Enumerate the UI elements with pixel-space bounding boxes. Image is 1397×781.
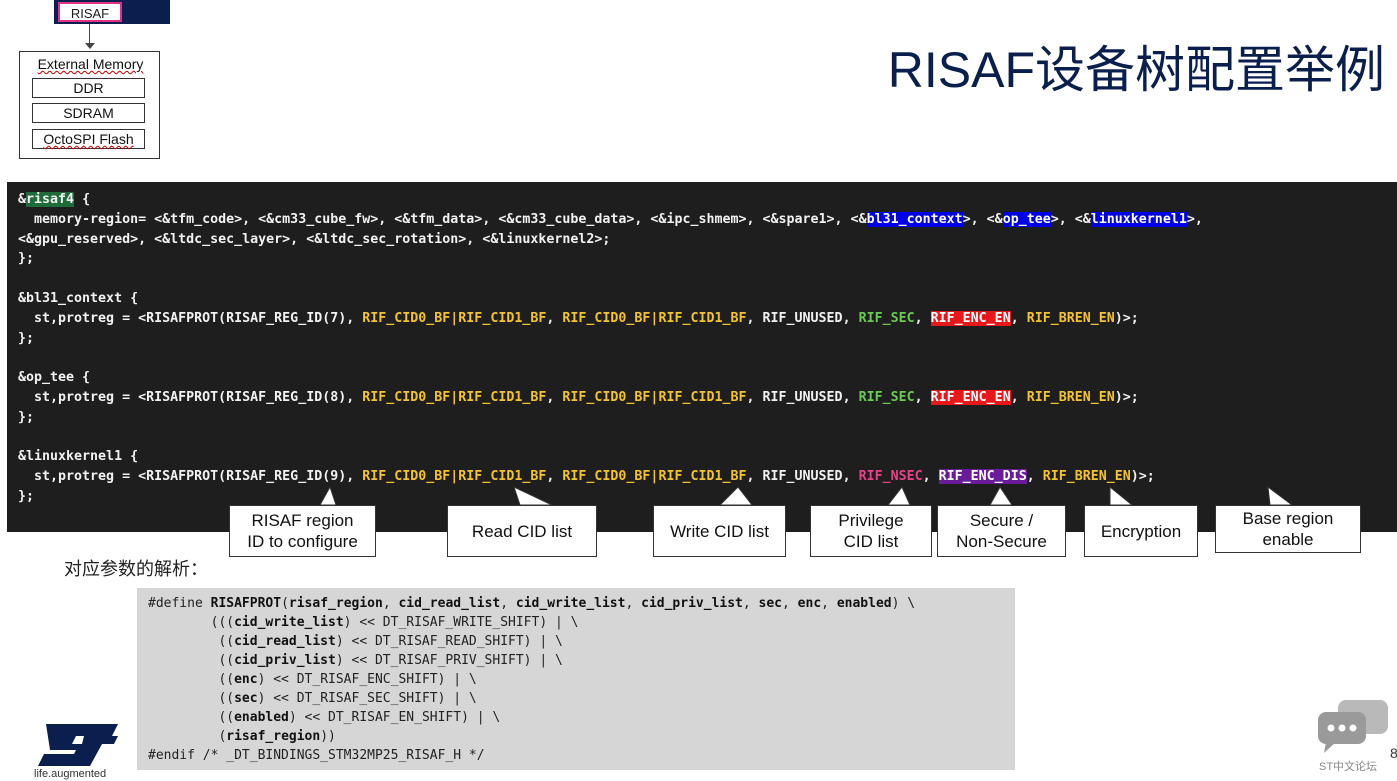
code-line-12: st,protreg = <RISAFPROT(RISAF_REG_ID(9),… (18, 469, 1155, 485)
memory-item-octospi: OctoSPI Flash (32, 129, 145, 149)
pointer-read-cid (513, 486, 553, 506)
code-line-1: &risaf4 { (18, 192, 91, 207)
page-number: 8 (1390, 745, 1397, 761)
define-code: #define RISAFPROT(risaf_region, cid_read… (148, 596, 916, 763)
callout-read-cid: Read CID list (447, 505, 597, 557)
forum-label: ST中文论坛 (1319, 761, 1378, 773)
arrow-line (89, 24, 90, 46)
code-line-2: memory-region= <&tfm_code>, <&cm33_cube_… (18, 211, 1203, 227)
code-panel: &risaf4 { memory-region= <&tfm_code>, <&… (7, 182, 1397, 532)
pointer-sec (989, 486, 1013, 506)
pointer-region-id (319, 485, 337, 506)
external-memory-block: External Memory DDR SDRAM OctoSPI Flash (19, 51, 160, 159)
pointer-write-cid (718, 486, 754, 506)
pointer-bren (1267, 485, 1294, 506)
code-line-6: st,protreg = <RISAFPROT(RISAF_REG_ID(7),… (18, 310, 1139, 326)
code-line-7: }; (18, 330, 35, 346)
chat-bubble-icon (1318, 700, 1388, 753)
external-memory-title: External Memory (37, 56, 144, 72)
code-line-13: }; (18, 488, 35, 504)
risaf-block: RISAF (58, 2, 122, 22)
code-line-8: &op_tee { (18, 370, 91, 386)
define-panel: #define RISAFPROT(risaf_region, cid_read… (137, 588, 1015, 770)
device-tree-code: &risaf4 { memory-region= <&tfm_code>, <&… (18, 190, 1203, 507)
code-line-4: }; (18, 251, 35, 267)
code-line-10: }; (18, 409, 35, 425)
callout-write-cid: Write CID list (653, 505, 786, 557)
pointer-enc (1109, 485, 1134, 506)
pointer-priv-cid (886, 486, 911, 506)
logo-tagline: life.augmented (34, 768, 107, 780)
code-line-3: <&gpu_reserved>, <&ltdc_sec_layer>, <&lt… (18, 231, 611, 247)
subtitle: 对应参数的解析： (64, 559, 208, 579)
code-line-5: &bl31_context { (18, 290, 139, 306)
code-line-9: st,protreg = <RISAFPROT(RISAF_REG_ID(8),… (18, 389, 1139, 405)
st-logo-icon (38, 724, 118, 766)
callout-secure: Secure /Non-Secure (937, 505, 1066, 557)
code-line-11: &linuxkernel1 { (18, 449, 139, 465)
callout-encryption: Encryption (1084, 505, 1198, 557)
page-title: RISAF设备树配置举例 (887, 42, 1385, 98)
memory-item-ddr: DDR (32, 78, 145, 98)
arrow-down-icon (85, 43, 95, 49)
memory-item-sdram: SDRAM (32, 103, 145, 123)
